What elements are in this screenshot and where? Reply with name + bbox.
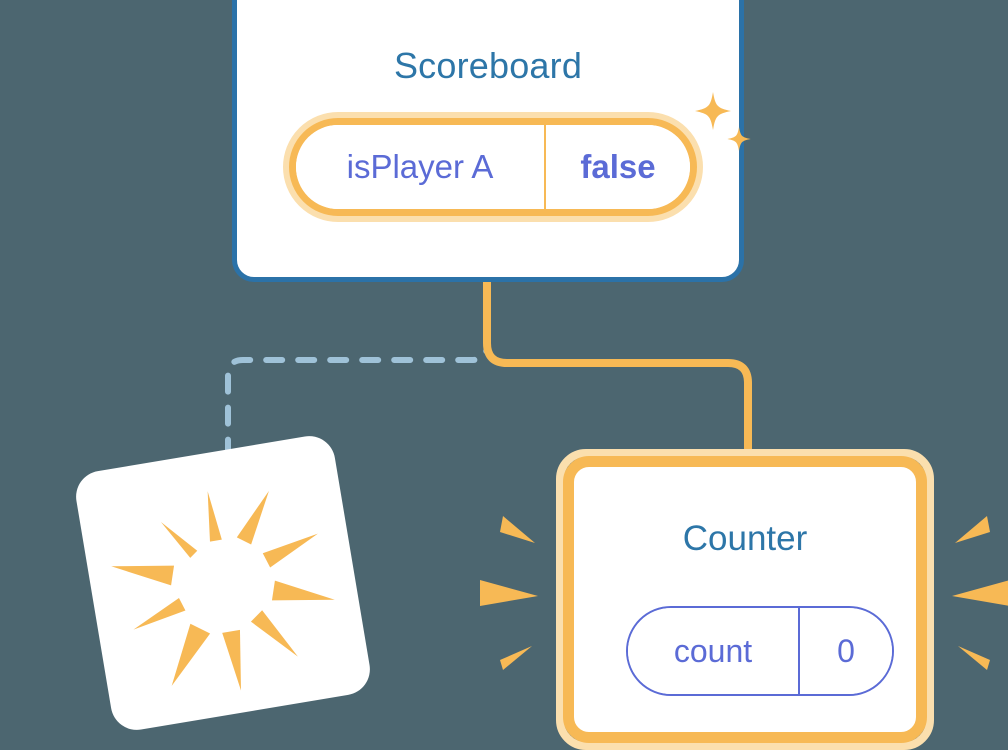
burst-ray xyxy=(207,491,222,542)
sparkle-small-icon xyxy=(727,127,751,151)
burst-ray xyxy=(133,598,186,630)
burst-ray xyxy=(271,580,335,601)
burst-ray xyxy=(500,516,535,543)
counter-burst-rays-right xyxy=(952,516,1008,670)
burst-ray xyxy=(958,646,990,670)
burst-ray xyxy=(952,580,1008,606)
burst-ray xyxy=(262,533,318,568)
burst-ray xyxy=(500,646,532,670)
counter-burst-rays-left xyxy=(480,516,538,670)
scoreboard-card[interactable]: Scoreboard isPlayer A false xyxy=(232,0,751,282)
counter-card[interactable]: Counter count 0 xyxy=(556,449,934,750)
counter-state-pill[interactable]: count 0 xyxy=(626,606,894,696)
counter-title: Counter xyxy=(682,519,808,558)
counter-highlight-halo xyxy=(556,449,934,750)
sparkle-large-icon xyxy=(695,92,731,130)
pill-highlight-halo xyxy=(283,112,703,222)
connector-scoreboard-to-counter xyxy=(483,282,752,470)
scoreboard-pill-key: isPlayer A xyxy=(296,125,546,209)
scoreboard-title: Scoreboard xyxy=(393,45,583,86)
flash-card[interactable] xyxy=(72,432,374,734)
burst-ray xyxy=(111,565,175,586)
counter-pill-value: 0 xyxy=(837,632,855,669)
flash-card-burst-rays xyxy=(111,490,335,691)
burst-ray xyxy=(171,623,211,686)
burst-ray xyxy=(250,610,298,657)
pill-body[interactable]: isPlayer A false xyxy=(289,118,697,216)
burst-ray xyxy=(222,629,241,691)
burst-ray xyxy=(480,580,538,606)
scoreboard-pill-value: false xyxy=(580,148,656,185)
burst-ray xyxy=(160,522,198,558)
burst-ray xyxy=(955,516,990,543)
burst-ray xyxy=(236,490,269,545)
counter-card-surface[interactable]: Counter count 0 xyxy=(563,456,927,743)
counter-pill-key: count xyxy=(628,608,800,694)
sparkles-icon xyxy=(695,92,751,151)
scoreboard-state-pill[interactable]: isPlayer A false xyxy=(283,112,703,222)
